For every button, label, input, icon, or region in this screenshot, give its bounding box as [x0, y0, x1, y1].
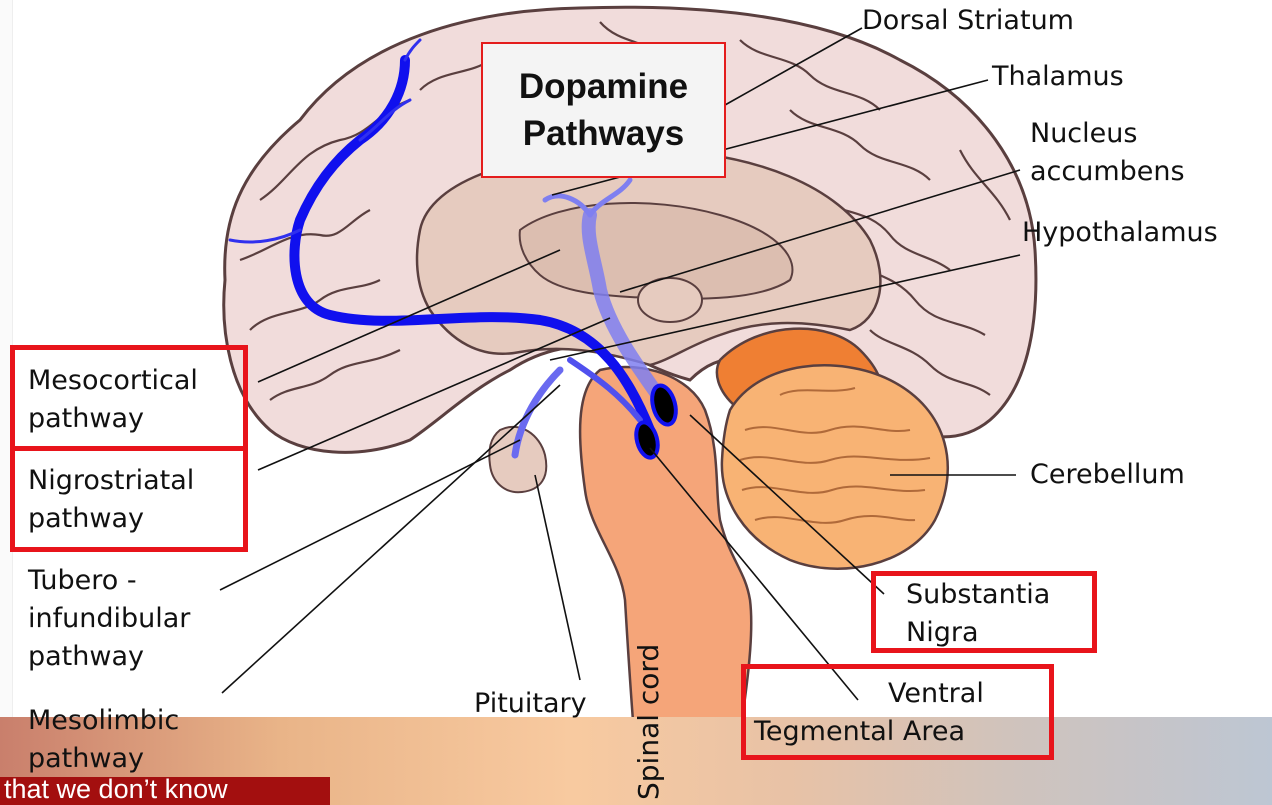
label-cerebellum: Cerebellum — [1030, 456, 1185, 493]
label-tubero-2: infundibular — [28, 600, 190, 637]
caption-text: that we don’t know — [4, 777, 228, 805]
label-vta-2: Tegmental Area — [754, 713, 965, 750]
label-mesocortical-2: pathway — [28, 400, 144, 437]
label-nigrostriatal-2: pathway — [28, 500, 144, 537]
label-vta-1: Ventral — [888, 675, 984, 712]
label-mesolimbic-2: pathway — [28, 740, 144, 777]
caption-bar: that we don’t know — [0, 777, 330, 805]
hypothalamus-shape — [638, 278, 702, 322]
label-nucleus-accumbens-1: Nucleus — [1030, 115, 1137, 152]
label-dorsal-striatum: Dorsal Striatum — [862, 2, 1074, 39]
label-substantia-1: Substantia — [906, 576, 1050, 613]
label-tubero-3: pathway — [28, 638, 144, 675]
label-thalamus: Thalamus — [992, 58, 1124, 95]
label-mesolimbic-1: Mesolimbic — [28, 702, 179, 739]
label-tubero-1: Tubero - — [28, 562, 137, 599]
label-pituitary: Pituitary — [474, 685, 587, 722]
title-line-1: Dopamine — [483, 63, 724, 110]
title-line-2: Pathways — [483, 110, 724, 157]
label-hypothalamus: Hypothalamus — [1022, 214, 1218, 251]
cerebellum — [722, 365, 948, 568]
label-spinal-cord: Spinal cord — [630, 644, 667, 800]
label-nigrostriatal-1: Nigrostriatal — [28, 462, 194, 499]
label-nucleus-accumbens-2: accumbens — [1030, 153, 1185, 190]
label-mesocortical-1: Mesocortical — [28, 362, 198, 399]
diagram-title: Dopamine Pathways — [481, 42, 726, 178]
label-substantia-2: Nigra — [906, 614, 978, 651]
